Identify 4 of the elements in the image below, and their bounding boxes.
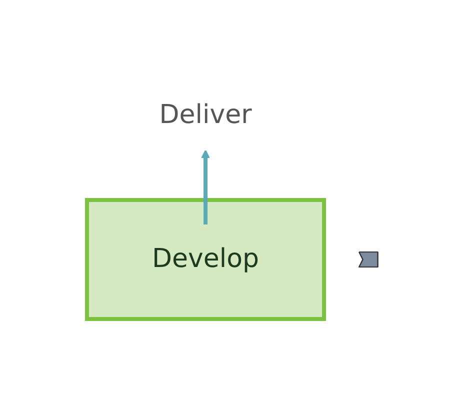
node-text: Develop — [152, 244, 260, 274]
node-text: Deliver — [159, 100, 252, 130]
arrow — [201, 150, 210, 225]
cluster — [85, 198, 326, 321]
